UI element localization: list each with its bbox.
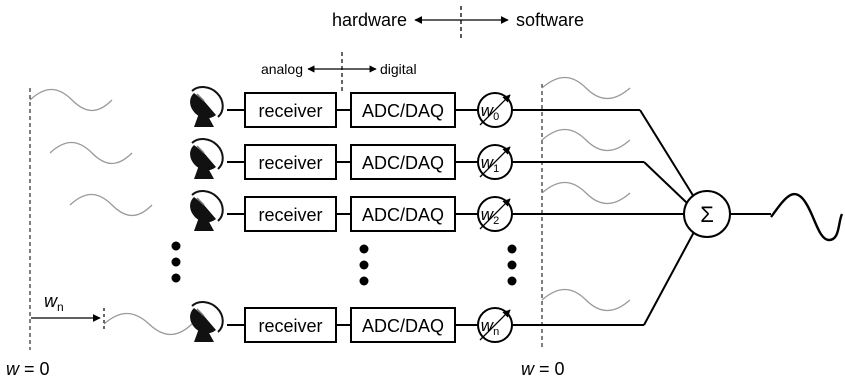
output-wave [770,192,844,242]
antenna-ellipsis [171,241,181,283]
variable-weight-arrow [479,94,511,126]
antenna-dish-icon [189,86,224,128]
hardware-label: hardware [332,10,407,30]
antenna-dish-icon [189,138,224,180]
receiver-label: receiver [258,153,322,173]
receiver-box [244,196,337,232]
analog-label: analog [261,61,303,77]
incoming-wave [103,312,193,336]
adc-daq-box [350,92,456,128]
adc-daq-label: ADC/DAQ [362,153,444,173]
receiver-box [244,307,337,343]
incoming-wave [69,193,153,217]
sum-input-line [643,161,688,204]
sum-input-line [639,109,695,198]
adc-daq-box [350,196,456,232]
receiver-label: receiver [258,316,322,336]
w0-right-label: w = 0 [521,359,565,379]
adc-daq-box [350,144,456,180]
wn-label: wn [44,291,64,314]
aligned-wave [541,128,631,152]
sum-input-line [643,231,695,326]
receiver-label: receiver [258,101,322,121]
receiver-box [244,144,337,180]
adc-ellipsis [359,244,369,286]
receiver-label: receiver [258,205,322,225]
aligned-wave [541,288,631,312]
digital-label: digital [380,61,417,77]
incoming-wave [49,141,133,165]
variable-weight-arrow [479,309,511,341]
adc-daq-label: ADC/DAQ [362,101,444,121]
software-label: software [516,10,584,30]
variable-weight-arrow [479,146,511,178]
weight-label: w1 [481,153,499,175]
antenna-dish-icon [189,190,224,232]
adc-daq-label: ADC/DAQ [362,205,444,225]
incoming-wave [29,88,113,112]
antenna-dish-icon [189,301,224,343]
adc-daq-label: ADC/DAQ [362,316,444,336]
sigma-label: Σ [700,202,714,227]
weight-ellipsis [507,244,517,286]
weight-label: wn [481,316,499,338]
w0-left-label: w = 0 [6,359,50,379]
weight-label: w0 [481,101,499,123]
aligned-wave [541,181,631,205]
weight-label: w2 [481,205,499,227]
variable-weight-arrow [479,198,511,230]
aligned-wave [541,76,631,100]
